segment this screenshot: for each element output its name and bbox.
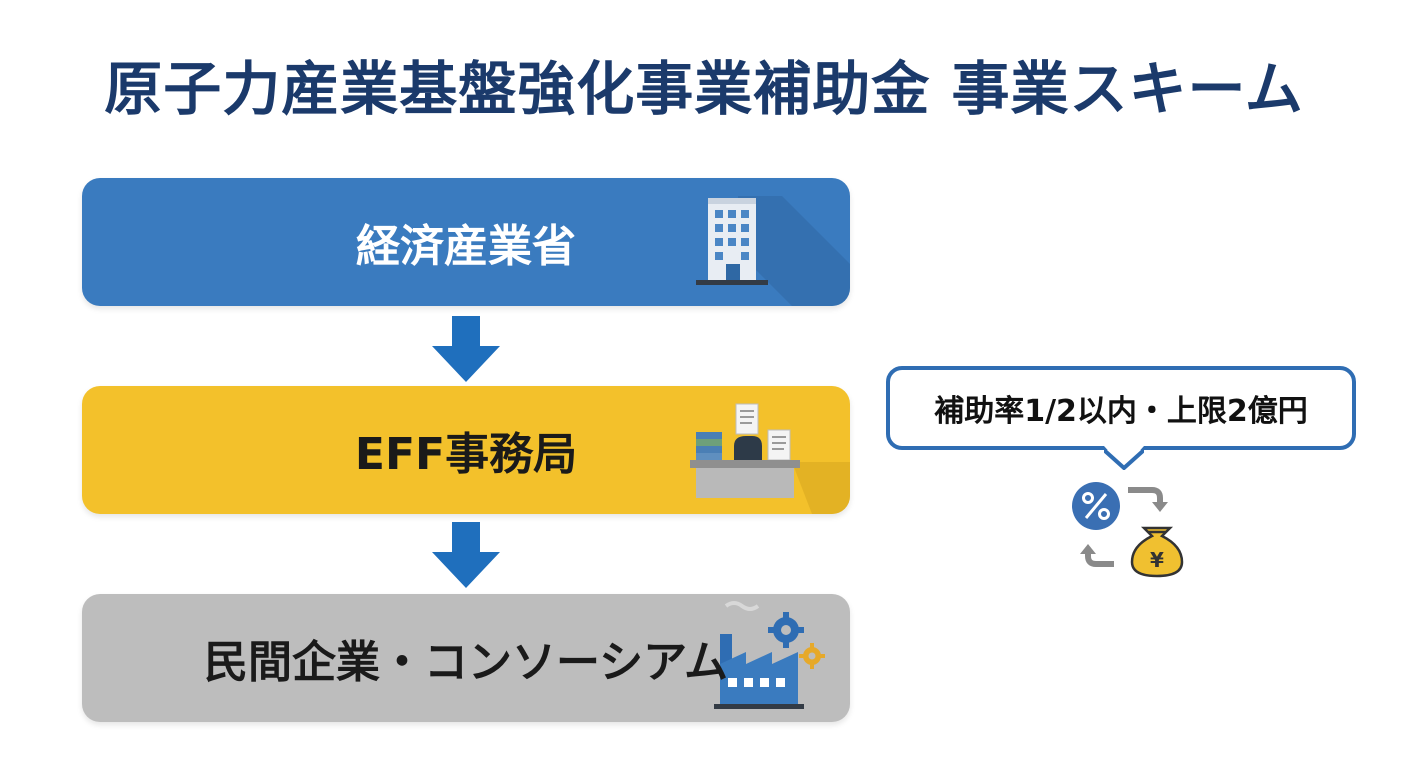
flow-box-ministry-label: 経済産業省 [356,221,576,272]
flow-box-private-companies: 民間企業・コンソーシアム [82,594,850,722]
flow-box-eff-office: EFF事務局 [82,386,850,514]
factory-gears-icon [714,601,825,709]
down-arrow-1 [432,316,500,382]
office-building-icon [696,196,850,306]
callout-pointer [1104,446,1144,470]
flow-box-eff-office-label: EFF事務局 [354,429,578,480]
down-arrow-2 [432,522,500,588]
flow-box-ministry: 経済産業省 [82,178,850,306]
svg-text:¥: ¥ [1150,548,1164,572]
flow-box-private-companies-label: 民間企業・コンソーシアム [203,637,729,688]
page-title: 原子力産業基盤強化事業補助金 事業スキーム [104,55,1304,123]
subsidy-rate-callout: 補助率1/2以内・上限2億円 [886,366,1356,450]
office-desk-documents-icon [690,403,850,514]
percent-money-exchange-icon: ¥ [1072,482,1184,578]
